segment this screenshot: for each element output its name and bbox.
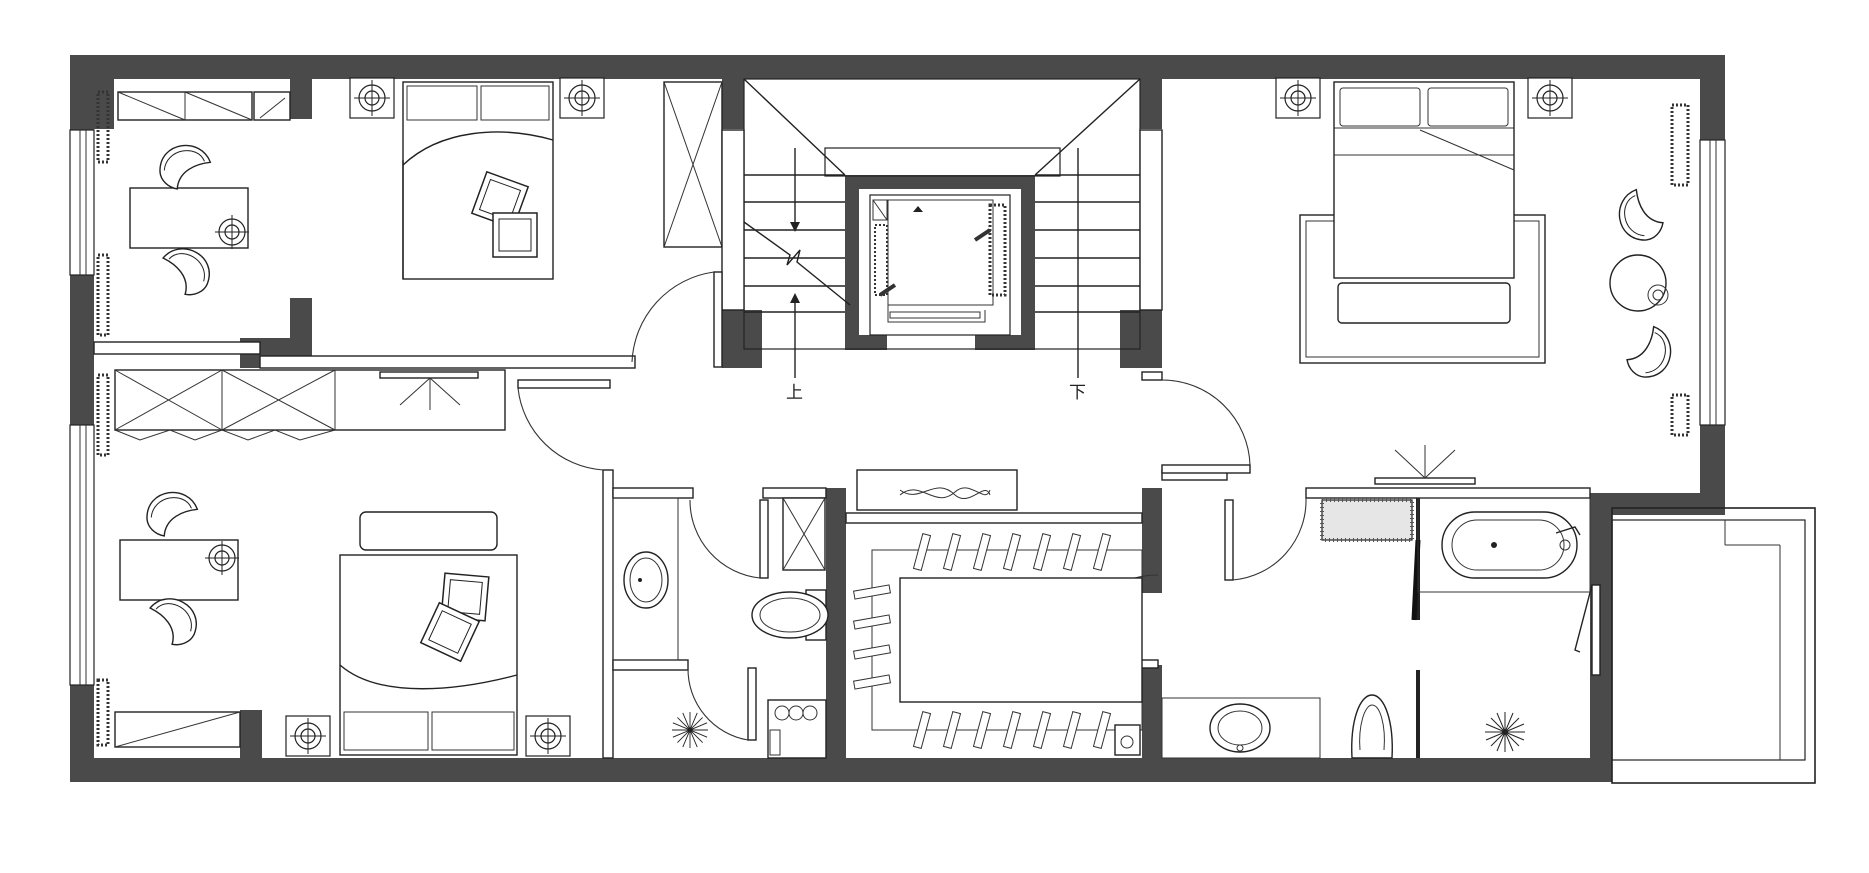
bed-icon	[1333, 81, 1515, 279]
lamp-icon	[349, 77, 395, 119]
bathroom-west	[612, 497, 829, 759]
plant-icon	[671, 711, 709, 749]
toilet-icon	[751, 589, 829, 641]
window-west	[69, 129, 95, 686]
lamp-icon	[525, 715, 571, 757]
bench	[359, 511, 498, 551]
sink-icon	[623, 551, 669, 609]
chair-icon	[156, 140, 214, 195]
desk-icon	[119, 539, 239, 601]
chair-icon	[143, 487, 201, 542]
balcony	[1611, 507, 1816, 784]
bench	[1337, 282, 1511, 324]
toilet-icon	[1351, 694, 1393, 759]
stair-down-label: 下	[1069, 383, 1086, 403]
lamp-icon	[205, 541, 239, 575]
bedroom-northwest	[96, 77, 723, 337]
plant-icon	[1484, 711, 1526, 753]
chair-icon	[1614, 186, 1669, 244]
window-east	[1699, 139, 1726, 426]
sink-icon	[1209, 703, 1271, 753]
bathtub-icon	[1441, 511, 1581, 579]
interior-walls	[93, 79, 1612, 759]
lamp-icon	[559, 77, 605, 119]
lamp-icon	[285, 715, 331, 757]
chair-icon	[1621, 323, 1676, 381]
bedroom-northeast	[1275, 77, 1690, 485]
stair-up-label: 上	[786, 383, 803, 403]
bedroom-southwest	[96, 487, 571, 757]
bathroom-east	[1161, 497, 1591, 759]
lamp-icon	[215, 215, 249, 249]
stairs-icon: 上 下	[721, 78, 1163, 403]
elevator-icon	[869, 194, 1011, 336]
side-table	[1609, 254, 1667, 312]
chair-icon	[156, 244, 214, 299]
chair-icon	[143, 594, 201, 649]
hall-wardrobes	[96, 369, 506, 457]
pillow	[492, 212, 538, 258]
outer-walls	[70, 55, 1725, 782]
walk-in-closet	[853, 469, 1143, 756]
lamp-icon	[1527, 77, 1573, 119]
lamp-icon	[1275, 77, 1321, 119]
